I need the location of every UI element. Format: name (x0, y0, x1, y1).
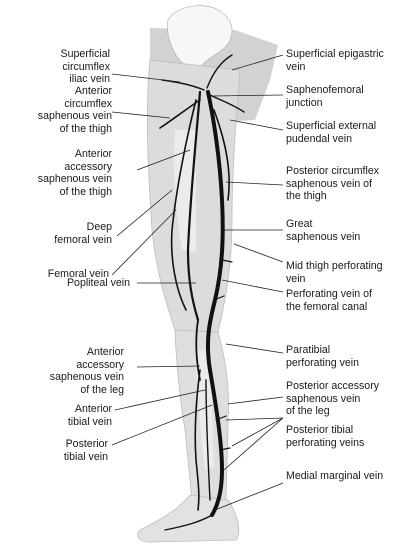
label-anterior-accessory-saphenous-vein-leg: Anterior accessory saphenous vein of the… (12, 346, 124, 396)
label-anterior-tibial-vein: Anterior tibial vein (12, 403, 112, 428)
label-mid-thigh-perforating-vein: Mid thigh perforating vein (286, 260, 414, 285)
label-anterior-circumflex-saphenous-vein-thigh: Anterior circumflex saphenous vein of th… (12, 85, 112, 135)
label-posterior-tibial-perforating-veins: Posterior tibial perforating veins (286, 424, 414, 449)
label-medial-marginal-vein: Medial marginal vein (286, 470, 414, 483)
label-saphenofemoral-junction: Saphenofemoral junction (286, 84, 414, 109)
foot (138, 495, 239, 542)
label-anterior-accessory-saphenous-vein-thigh: Anterior accessory saphenous vein of the… (12, 148, 112, 198)
label-superficial-external-pudendal-vein: Superficial external pudendal vein (286, 120, 414, 145)
label-great-saphenous-vein: Great saphenous vein (286, 218, 414, 243)
label-superficial-epigastric-vein: Superficial epigastric vein (286, 48, 414, 73)
label-posterior-accessory-saphenous-vein-leg: Posterior accessory saphenous vein of th… (286, 380, 414, 418)
label-paratibial-perforating-vein: Paratibial perforating vein (286, 344, 414, 369)
label-posterior-circumflex-saphenous-vein-thigh: Posterior circumflex saphenous vein of t… (286, 165, 414, 203)
label-popliteal-vein: Popliteal vein (12, 277, 130, 290)
label-perforating-vein-femoral-canal: Perforating vein of the femoral canal (286, 288, 414, 313)
label-superficial-circumflex-iliac-vein: Superficial circumflex iliac vein (18, 48, 110, 86)
label-posterior-tibial-vein: Posterior tibial vein (12, 438, 108, 463)
label-deep-femoral-vein: Deep femoral vein (12, 221, 112, 246)
